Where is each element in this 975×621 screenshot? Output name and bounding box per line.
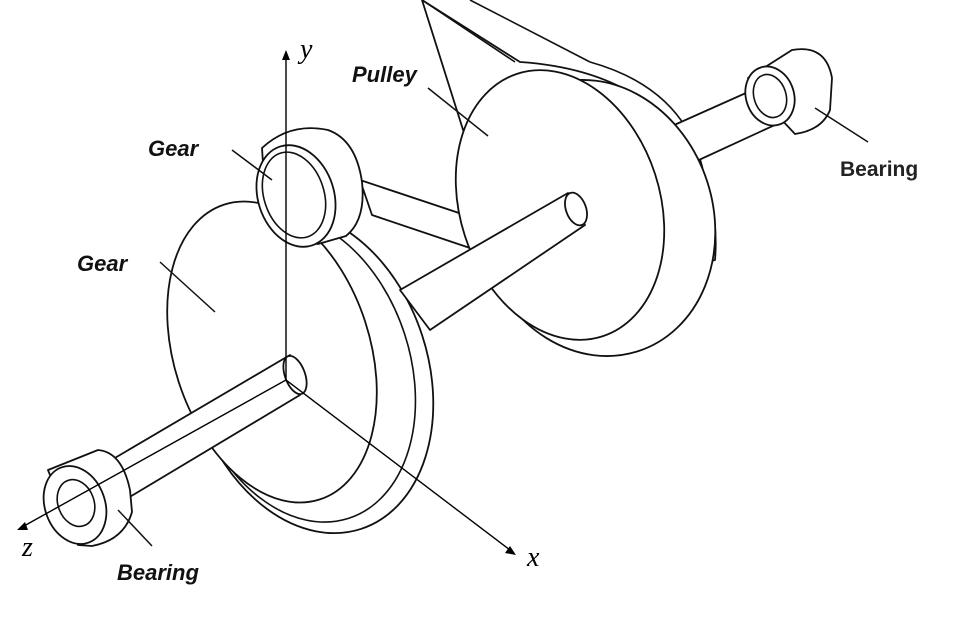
x-axis: [285, 379, 511, 551]
x-axis-arrow: [505, 546, 516, 555]
gear-small: [255, 127, 364, 248]
label-gear-small: Gear: [148, 136, 200, 161]
axis-label-x: x: [526, 542, 540, 573]
axis-label-y: y: [297, 34, 313, 65]
label-bearing-right: Bearing: [840, 158, 918, 181]
main-shaft: [399, 191, 588, 331]
bearing-left: [42, 449, 133, 547]
leader-gear-small: [231, 149, 273, 181]
label-bearing-left: Bearing: [117, 560, 199, 585]
leader-bearing-left: [117, 509, 153, 547]
leader-gear-large: [159, 261, 216, 313]
y-axis-arrow: [282, 50, 290, 60]
z-axis: [23, 379, 287, 527]
leader-pulley: [427, 87, 489, 137]
coordinate-axes: [17, 50, 516, 555]
bearing-right: [744, 48, 833, 135]
z-axis-arrow: [17, 522, 28, 530]
leader-lines: [117, 87, 869, 547]
label-pulley: Pulley: [352, 62, 419, 87]
leader-bearing-right: [814, 107, 869, 143]
label-gear-large: Gear: [77, 251, 129, 276]
axis-label-z: z: [21, 532, 33, 563]
